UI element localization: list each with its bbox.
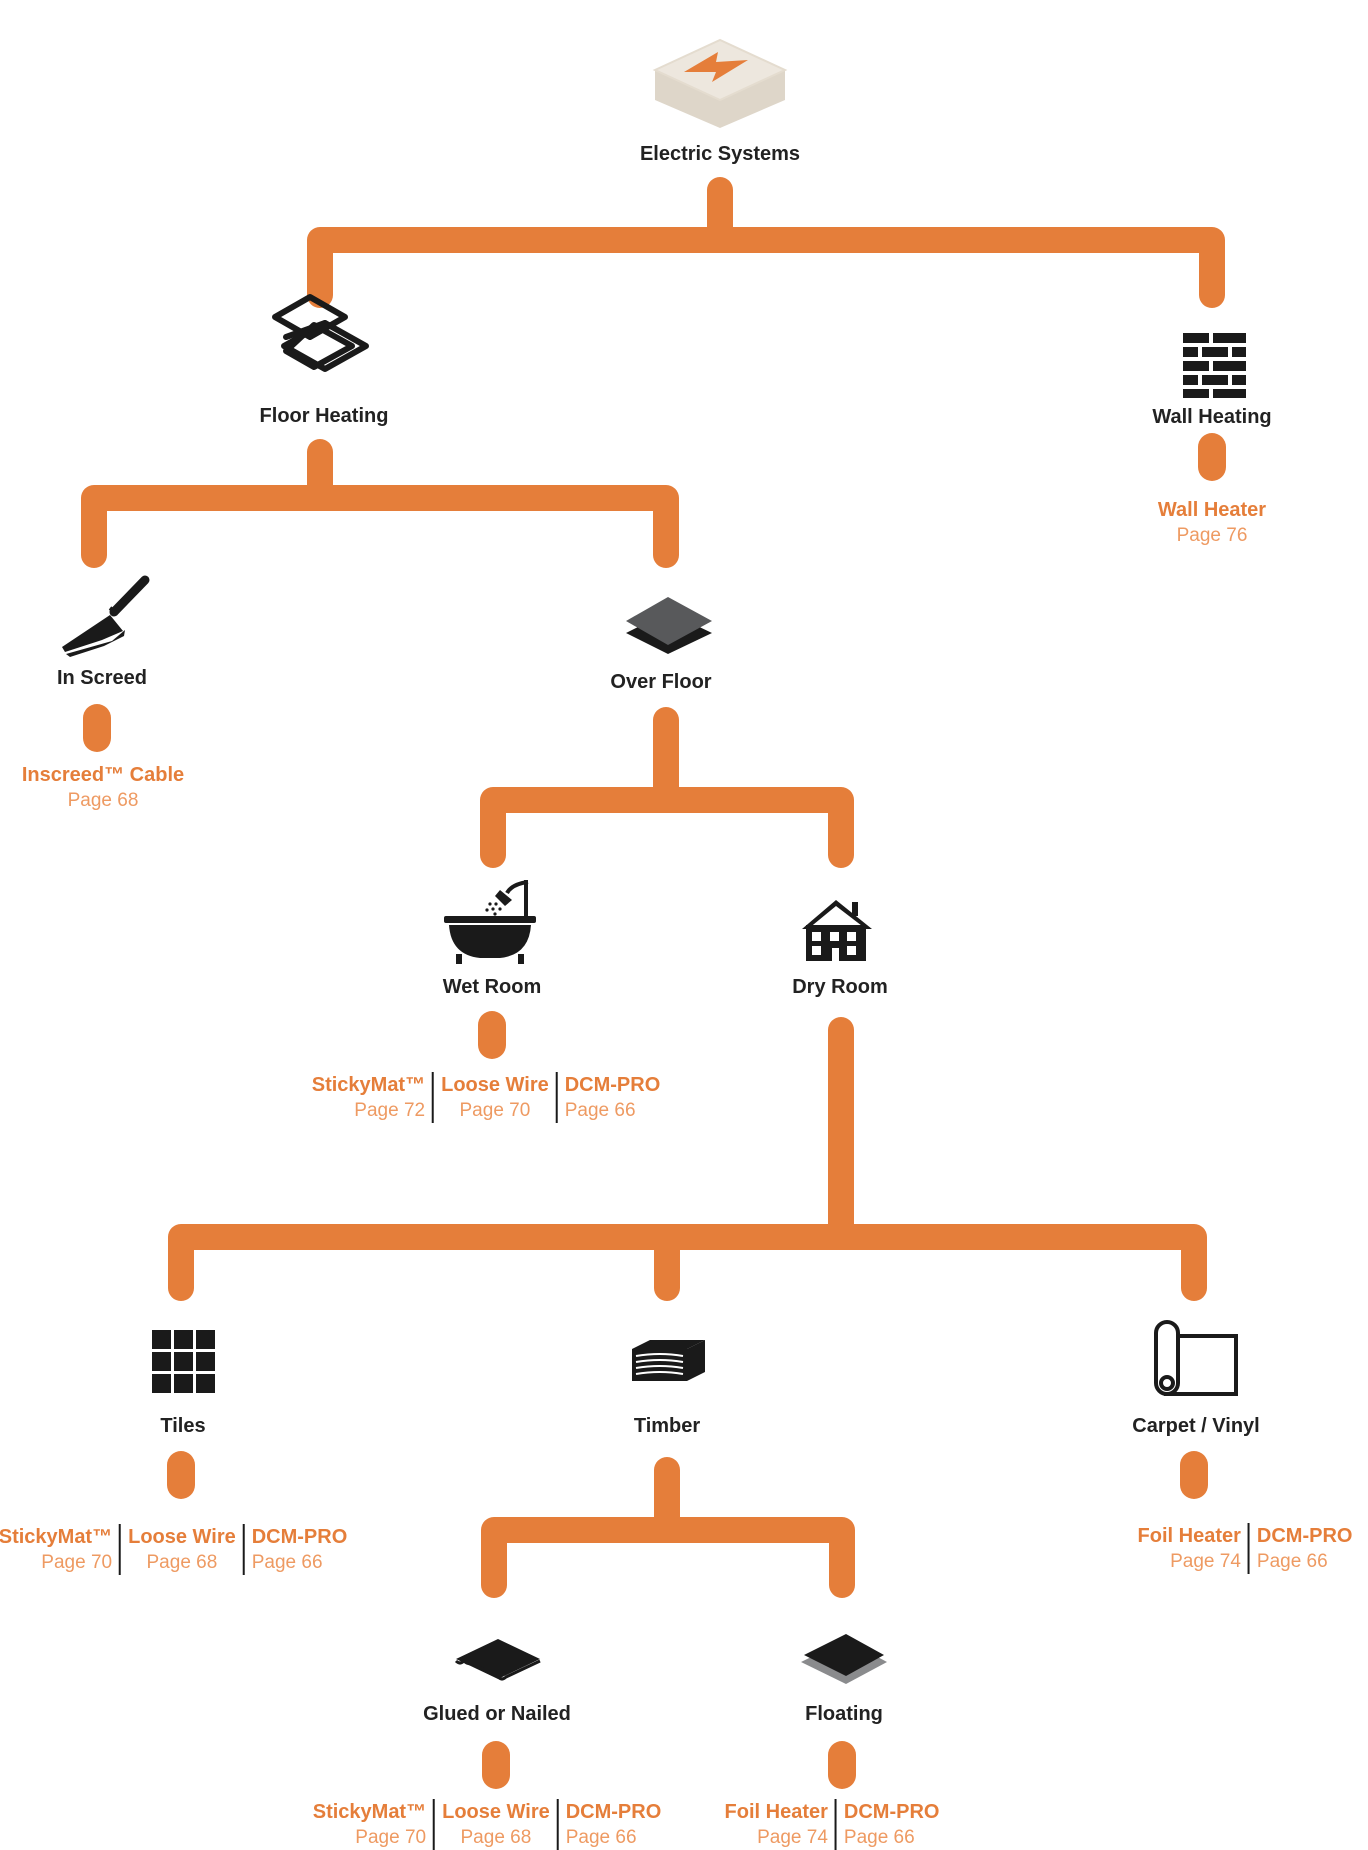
product-item[interactable]: Loose Wire Page 70: [432, 1072, 556, 1123]
product-page: Page 70: [355, 1827, 427, 1848]
product-item[interactable]: Inscreed™ Cable Page 68: [15, 762, 191, 813]
product-page: Page 74: [1170, 1551, 1241, 1572]
connector-timber: [481, 1457, 855, 1598]
product-page: Page 66: [564, 1100, 636, 1121]
floor-layers-icon: [272, 294, 369, 372]
product-page: Page 68: [460, 1827, 532, 1848]
product-name: DCM-PRO: [565, 1801, 662, 1823]
product-page: Page 68: [146, 1552, 218, 1573]
node-label-electric-systems: Electric Systems: [639, 143, 801, 165]
electric-box-icon: [652, 38, 788, 128]
product-page: Page 66: [565, 1827, 637, 1848]
product-page: Page 70: [41, 1552, 113, 1573]
node-label-carpet-vinyl: Carpet / Vinyl: [1132, 1415, 1260, 1437]
products-wet-room: StickyMat™ Page 72 Loose Wire Page 70 DC…: [305, 1072, 668, 1123]
product-item[interactable]: StickyMat™ Page 70: [0, 1524, 119, 1575]
product-name: Wall Heater: [1157, 499, 1267, 521]
product-item[interactable]: DCM-PRO Page 66: [242, 1524, 355, 1575]
product-item[interactable]: Foil Heater Page 74: [718, 1799, 835, 1850]
product-name: StickyMat™: [0, 1526, 113, 1548]
product-name: StickyMat™: [312, 1801, 427, 1823]
product-name: Foil Heater: [724, 1801, 828, 1823]
node-label-floating: Floating: [805, 1703, 883, 1725]
node-label-in-screed: In Screed: [56, 667, 148, 689]
product-item[interactable]: DCM-PRO Page 66: [555, 1072, 668, 1123]
product-item[interactable]: StickyMat™ Page 70: [306, 1799, 433, 1850]
house-icon: [802, 900, 872, 961]
product-name: Loose Wire: [128, 1526, 236, 1548]
trowel-icon: [62, 575, 150, 657]
product-page: Page 76: [1176, 525, 1248, 546]
product-item[interactable]: Foil Heater Page 74: [1131, 1523, 1248, 1574]
product-item[interactable]: Loose Wire Page 68: [119, 1524, 243, 1575]
glued-board-icon: [454, 1639, 541, 1681]
product-item[interactable]: DCM-PRO Page 66: [1247, 1523, 1360, 1574]
product-name: DCM-PRO: [251, 1526, 348, 1548]
product-page: Page 70: [459, 1100, 531, 1121]
node-label-over-floor: Over Floor: [610, 671, 712, 693]
product-item[interactable]: StickyMat™ Page 72: [305, 1072, 432, 1123]
node-label-tiles: Tiles: [160, 1415, 206, 1437]
node-label-wall-heating: Wall Heating: [1152, 406, 1272, 428]
tile-grid-icon: [152, 1330, 215, 1393]
product-name: Loose Wire: [442, 1801, 550, 1823]
floating-board-icon: [801, 1634, 887, 1684]
products-floating: Foil Heater Page 74 DCM-PRO Page 66: [718, 1799, 947, 1850]
product-name: StickyMat™: [311, 1074, 426, 1096]
products-carpet-vinyl: Foil Heater Page 74 DCM-PRO Page 66: [1131, 1523, 1360, 1574]
connector-over-floor: [480, 707, 854, 868]
product-name: DCM-PRO: [564, 1074, 661, 1096]
product-name: Loose Wire: [441, 1074, 549, 1096]
products-glued-or-nailed: StickyMat™ Page 70 Loose Wire Page 68 DC…: [306, 1799, 669, 1850]
node-label-glued-or-nailed: Glued or Nailed: [423, 1703, 571, 1725]
product-page: Page 68: [67, 790, 139, 811]
product-page: Page 66: [843, 1827, 915, 1848]
product-item[interactable]: Loose Wire Page 68: [433, 1799, 557, 1850]
tree-connectors: [81, 177, 1225, 1598]
product-item[interactable]: Wall Heater Page 76: [1151, 497, 1273, 548]
node-label-timber: Timber: [633, 1415, 701, 1437]
floor-tile-stack-icon: [626, 597, 712, 654]
connector-floor-heating: [81, 439, 679, 568]
connector-root: [307, 177, 1225, 308]
product-name: Foil Heater: [1137, 1525, 1241, 1547]
timber-block-icon: [632, 1340, 705, 1381]
product-stubs: [83, 433, 1226, 1789]
node-label-floor-heating: Floor Heating: [259, 405, 389, 427]
node-label-wet-room: Wet Room: [442, 976, 542, 998]
product-page: Page 66: [1256, 1551, 1328, 1572]
product-name: DCM-PRO: [843, 1801, 940, 1823]
connector-dry-room: [168, 1017, 1207, 1301]
product-item[interactable]: DCM-PRO Page 66: [834, 1799, 947, 1850]
node-label-dry-room: Dry Room: [792, 976, 888, 998]
product-page: Page 66: [251, 1552, 323, 1573]
brick-wall-icon: [1183, 333, 1246, 398]
products-in-screed: Inscreed™ Cable Page 68: [15, 762, 191, 813]
bathtub-shower-icon: [444, 880, 536, 964]
products-wall-heating: Wall Heater Page 76: [1151, 497, 1273, 548]
products-tiles: StickyMat™ Page 70 Loose Wire Page 68 DC…: [0, 1524, 354, 1575]
carpet-roll-icon: [1154, 1320, 1238, 1396]
product-page: Page 72: [354, 1100, 426, 1121]
product-name: DCM-PRO: [1256, 1525, 1353, 1547]
product-page: Page 74: [757, 1827, 828, 1848]
product-item[interactable]: DCM-PRO Page 66: [556, 1799, 669, 1850]
product-name: Inscreed™ Cable: [21, 764, 185, 786]
